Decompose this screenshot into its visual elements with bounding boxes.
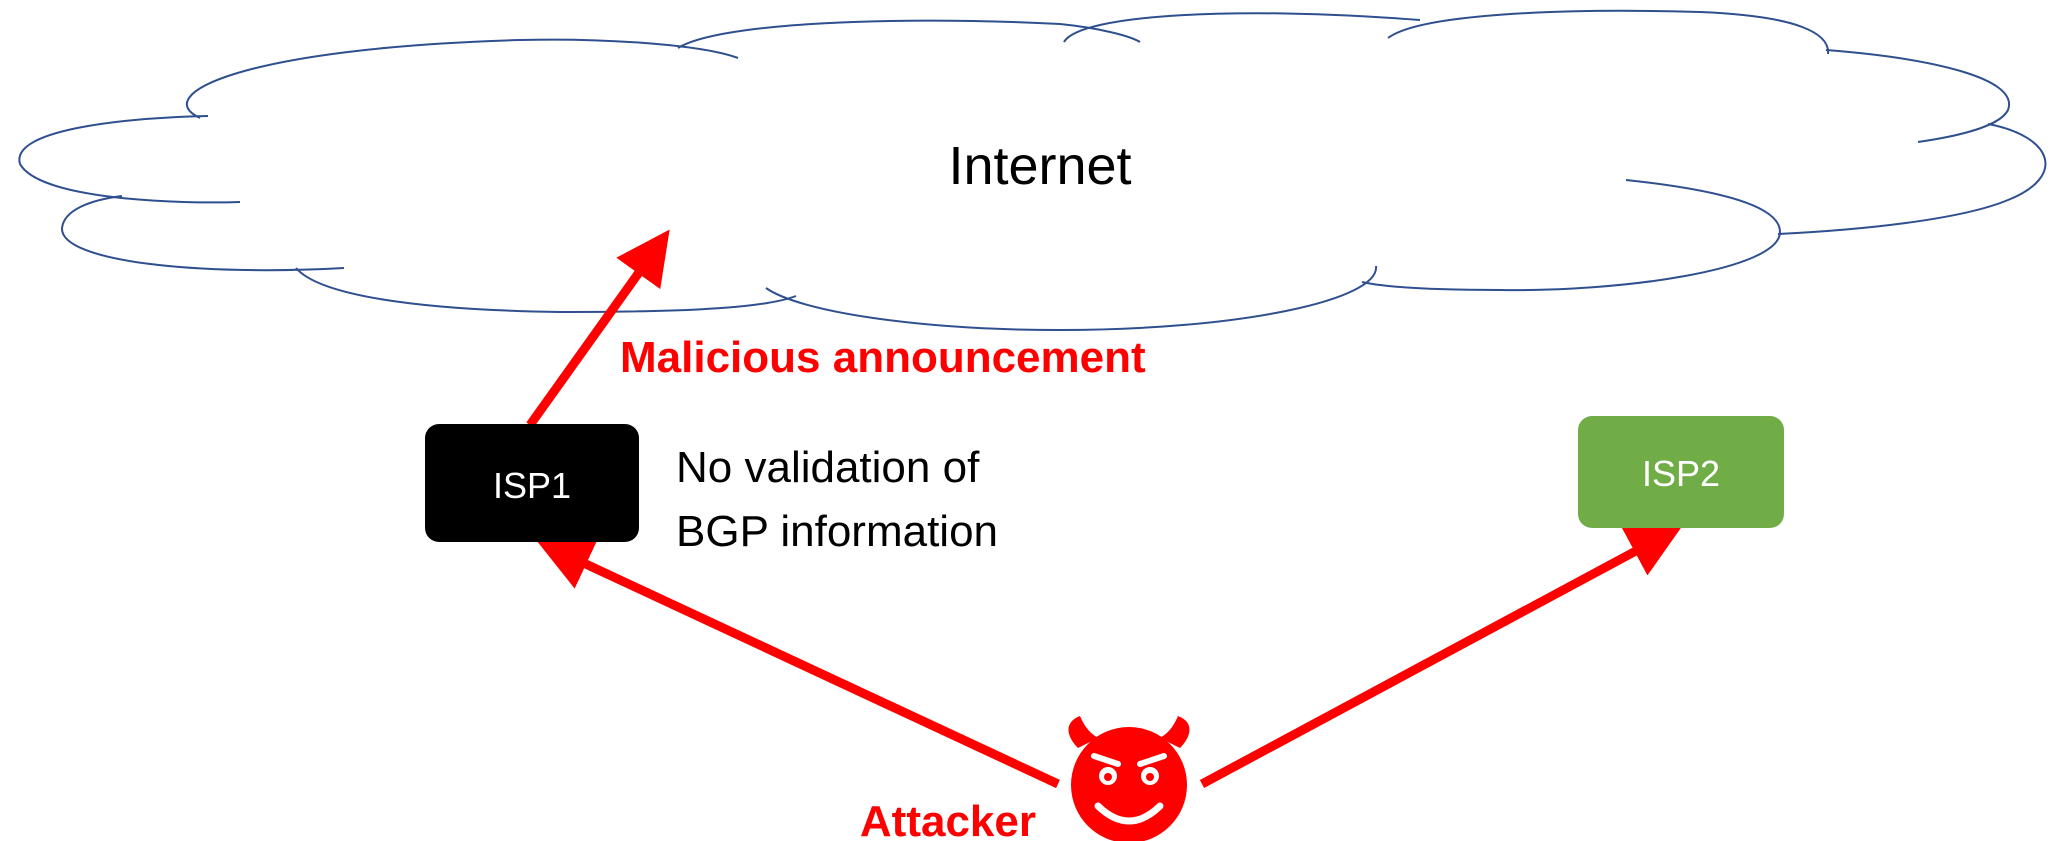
no-validation-line2: BGP information [676, 507, 998, 556]
internet-label: Internet [948, 136, 1131, 196]
isp1-node: ISP1 [425, 424, 639, 542]
attacker-to-isp2-arrow [1199, 526, 1683, 788]
no-validation-line1: No validation of [676, 443, 980, 492]
attacker-label: Attacker [860, 797, 1036, 841]
isp2-box [1578, 416, 1784, 528]
smiling-devil-icon [1068, 716, 1190, 841]
isp1-label: ISP1 [493, 465, 571, 506]
isp2-label: ISP2 [1642, 453, 1720, 494]
isp1-box [425, 424, 639, 542]
malicious-announcement-arrow [526, 229, 670, 428]
attacker-to-isp1-arrow [537, 539, 1060, 789]
isp2-node: ISP2 [1578, 416, 1784, 528]
internet-cloud: Internet [18, 9, 2047, 332]
malicious-announcement-label: Malicious announcement [620, 333, 1146, 382]
